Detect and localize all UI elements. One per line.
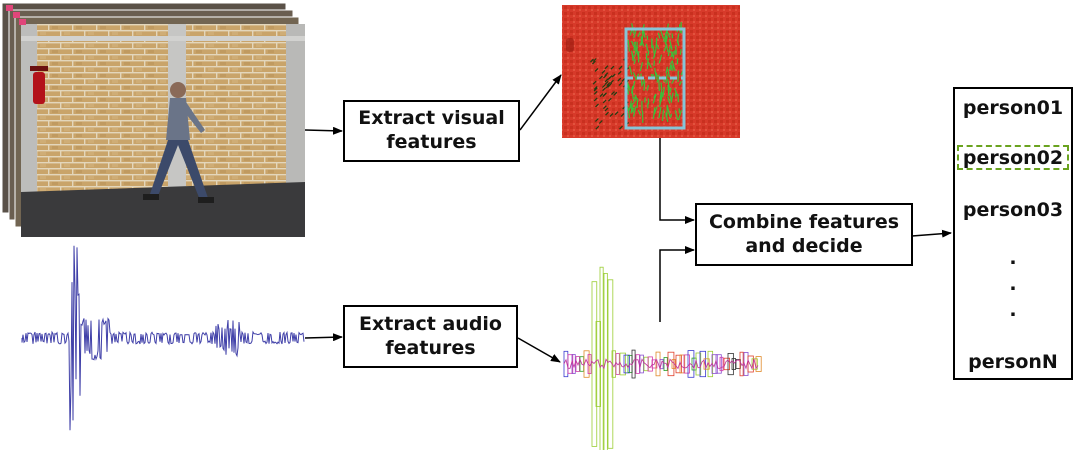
identity-list: person01 person02 person03 . . . personN bbox=[953, 87, 1073, 380]
ellipsis-dot: . bbox=[955, 273, 1071, 295]
ellipsis-dot: . bbox=[955, 299, 1071, 321]
ellipsis-dot: . bbox=[955, 247, 1071, 269]
feature-stroke bbox=[645, 98, 646, 103]
feature-stroke bbox=[678, 94, 679, 102]
identity-item: person03 bbox=[955, 199, 1071, 221]
arrow-extract-to-audiofeat bbox=[518, 338, 560, 362]
audio-feature-segment bbox=[624, 355, 629, 373]
arrow-audio-to-extract bbox=[305, 337, 342, 338]
audio-feature-trace bbox=[564, 359, 758, 369]
audio-feature-plot bbox=[564, 267, 761, 450]
video-frames bbox=[2, 3, 305, 237]
identity-item: personN bbox=[955, 351, 1071, 373]
audio-feature-segment bbox=[664, 358, 667, 371]
identity-item: person01 bbox=[955, 97, 1071, 119]
arrow-combine-to-identities bbox=[912, 233, 951, 236]
feature-stroke bbox=[654, 60, 655, 66]
waveform-trace bbox=[22, 246, 304, 430]
feature-stroke bbox=[648, 51, 649, 56]
feature-stroke bbox=[644, 82, 645, 91]
extract-audio-features-box: Extract audio features bbox=[343, 305, 518, 368]
feature-stroke bbox=[637, 99, 638, 109]
audio-waveform bbox=[22, 246, 304, 430]
combine-features-box: Combine features and decide bbox=[695, 203, 913, 266]
extract-visual-features-box: Extract visual features bbox=[343, 100, 520, 162]
feature-stroke bbox=[659, 80, 660, 91]
arrow-audiofeat-to-combine bbox=[660, 250, 694, 322]
arrow-video-to-visual bbox=[305, 130, 342, 131]
arrow-visual-to-map bbox=[520, 75, 561, 130]
feature-stroke bbox=[647, 36, 648, 40]
visual-feature-map bbox=[562, 5, 740, 138]
feature-stroke bbox=[672, 33, 673, 38]
video-frame-front bbox=[21, 24, 305, 237]
audio-feature-segment bbox=[728, 353, 733, 374]
arrow-map-to-combine bbox=[660, 138, 694, 220]
identity-item-selected: person02 bbox=[955, 147, 1071, 169]
feature-stroke bbox=[661, 82, 662, 94]
